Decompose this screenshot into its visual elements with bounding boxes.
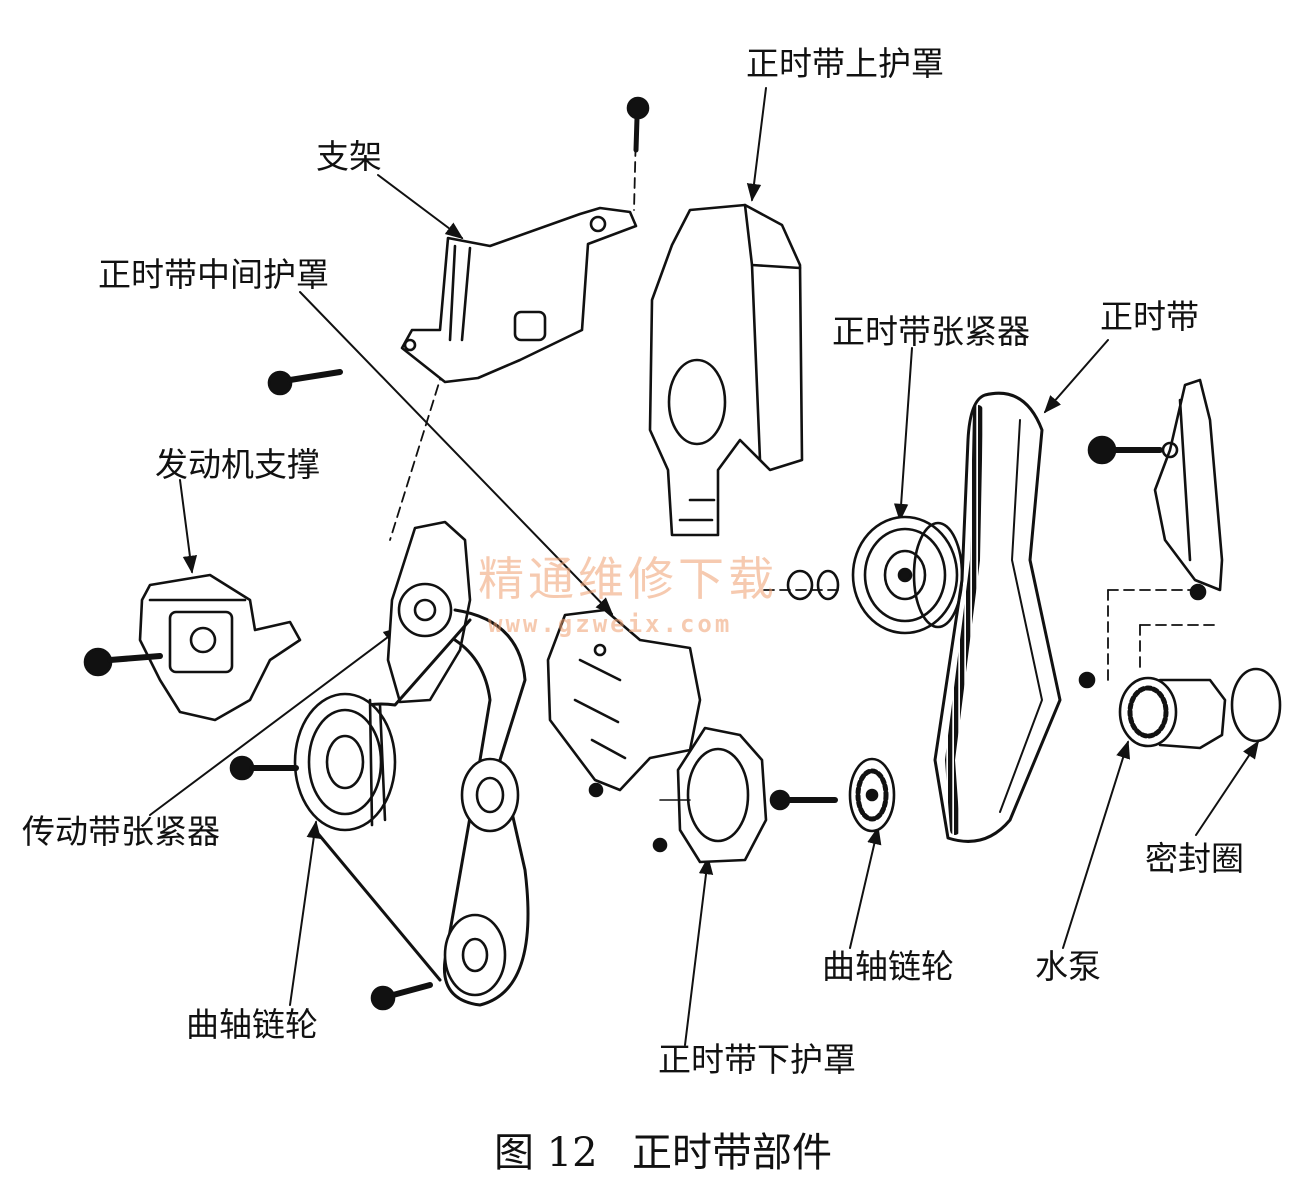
- label-crankshaft-sprocket-left: 曲轴链轮: [186, 1005, 318, 1044]
- figure-number: 图 12: [494, 1130, 598, 1176]
- leader-bracket: [377, 174, 464, 240]
- lower-pulley-part: [443, 913, 507, 997]
- leader-crank-left: [289, 820, 321, 1006]
- label-engine-mount: 发动机支撑: [155, 445, 320, 484]
- bracket-part: [400, 206, 638, 384]
- lower-timing-cover-part: [659, 726, 768, 864]
- label-crankshaft-sprocket-right: 曲轴链轮: [822, 947, 954, 986]
- bracket-bolt: [267, 369, 343, 396]
- leader-drive-tensioner: [149, 626, 402, 816]
- idler-pulley-part: [460, 757, 520, 833]
- leader-upper-cover: [746, 87, 767, 202]
- water-pump-part: [1078, 583, 1227, 750]
- label-seal-ring: 密封圈: [1145, 839, 1244, 878]
- label-drive-belt-tensioner: 传动带张紧器: [22, 812, 220, 851]
- crank-sprocket-right-part: [848, 757, 896, 833]
- upper-timing-cover-part: [648, 203, 804, 537]
- lower-cover-bolts: [588, 782, 668, 853]
- leader-timing-tensioner: [893, 347, 913, 522]
- timing-belt-tensioner-part: [851, 515, 964, 635]
- label-middle-timing-cover: 正时带中间护罩: [98, 255, 329, 294]
- label-timing-belt: 正时带: [1100, 297, 1199, 336]
- seal-ring-part: [1230, 667, 1282, 743]
- leader-timing-belt: [1043, 339, 1109, 414]
- pump-bracket-part: [1153, 378, 1224, 592]
- engine-mount-part: [138, 573, 302, 722]
- alignment-dashes: [389, 129, 1221, 681]
- watermark-chinese: 精通维修下载: [478, 552, 778, 606]
- upper-bolt: [626, 96, 650, 153]
- label-upper-timing-cover: 正时带上护罩: [746, 44, 944, 83]
- leader-lower-cover: [684, 856, 714, 1046]
- drive-belt-tensioner-part: [386, 520, 472, 704]
- label-water-pump: 水泵: [1035, 947, 1101, 986]
- leader-lines: [149, 87, 1259, 1046]
- pump-bracket-bolt: [1087, 435, 1163, 465]
- leader-crank-right: [849, 826, 882, 949]
- crank-pulley-left-bolt: [229, 755, 299, 781]
- leader-water-pump: [1062, 740, 1130, 949]
- lower-pulley-bolt: [370, 982, 433, 1011]
- middle-timing-cover-part: [546, 608, 702, 792]
- leader-engine-mount: [179, 479, 198, 574]
- leader-seal-ring: [1195, 740, 1259, 836]
- crank-pulley-left-part: [293, 692, 397, 832]
- crank-sprocket-bolt: [769, 789, 838, 811]
- figure-title: 正时带部件: [632, 1130, 832, 1176]
- engine-mount-bolt: [83, 647, 163, 677]
- label-timing-belt-tensioner: 正时带张紧器: [832, 312, 1030, 351]
- tensioner-nut: [786, 569, 840, 601]
- watermark-url: www.gzweix.com: [488, 610, 733, 638]
- leader-middle-cover: [299, 291, 614, 616]
- timing-belt-part: [933, 391, 1062, 843]
- label-bracket: 支架: [316, 137, 382, 176]
- label-lower-timing-cover: 正时带下护罩: [658, 1040, 856, 1079]
